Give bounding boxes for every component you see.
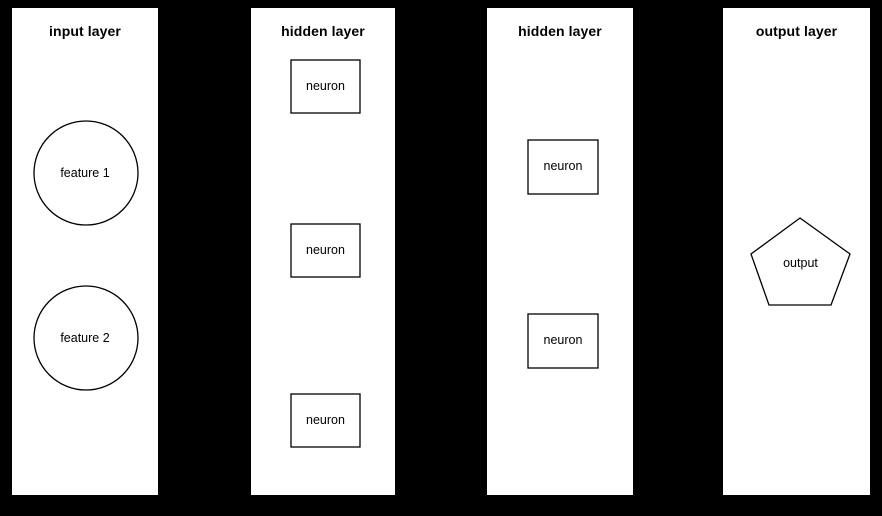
h2-neuron-1-box[interactable] [527,139,599,195]
input-layer-shapes [33,120,139,391]
h1-neuron-2-box[interactable] [290,223,361,278]
output-pentagon[interactable] [750,217,851,306]
hidden-layer-2-shapes [527,139,599,369]
h1-neuron-1-box[interactable] [290,59,361,114]
panel-title-input-layer: input layer [49,23,121,39]
panel-title-hidden-layer-1: hidden layer [281,23,365,39]
panel-output-layer: output layer output [723,8,870,495]
panel-hidden-layer-2: hidden layer neuron neuron [487,8,633,495]
feature-1-circle[interactable] [33,120,139,226]
gap-mask-bottom [0,495,882,516]
gap-mask-2 [395,0,487,516]
h1-neuron-3-box[interactable] [290,393,361,448]
gap-mask-3 [633,0,723,516]
hidden-layer-1-shapes [290,59,361,448]
output-layer-shapes [750,217,851,306]
panel-input-layer: input layer feature 1 feature 2 [12,8,158,495]
panel-title-output-layer: output layer [755,23,838,39]
h2-neuron-2-box[interactable] [527,313,599,369]
feature-2-circle[interactable] [33,285,139,391]
gap-mask-1 [158,0,251,516]
panel-hidden-layer-1: hidden layer neuron neuron neuron [251,8,395,495]
gap-mask-0 [0,0,12,516]
gap-mask-top [0,0,882,8]
panel-title-hidden-layer-2: hidden layer [518,23,602,39]
gap-mask-4 [870,0,882,516]
